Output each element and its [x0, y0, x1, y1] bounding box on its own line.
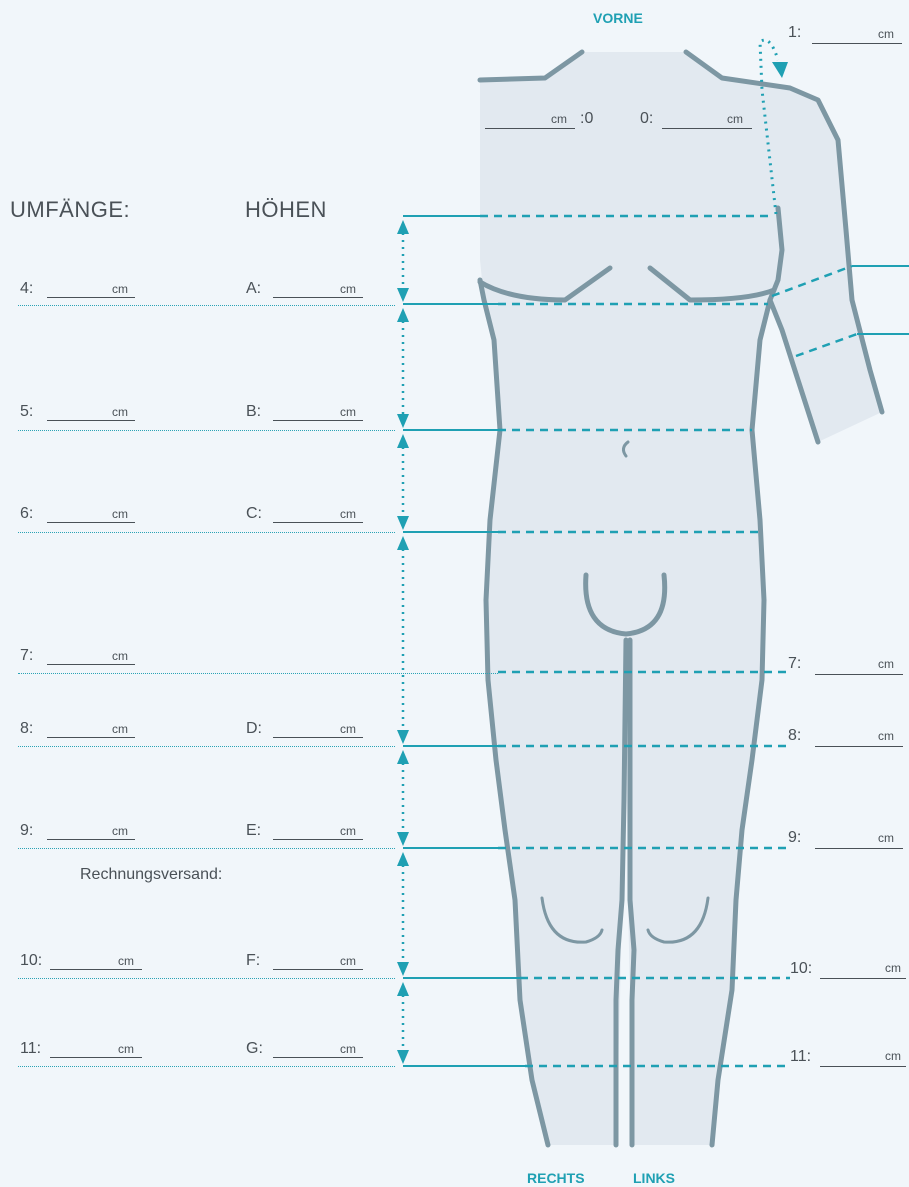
circ-field-8[interactable] — [47, 737, 135, 738]
row-separator — [18, 978, 395, 979]
height-field-a[interactable] — [273, 297, 363, 298]
circ-unit-7: cm — [112, 649, 128, 663]
height-label-a: A: — [246, 280, 261, 298]
circ-unit-10: cm — [118, 954, 134, 968]
circ-field-10[interactable] — [50, 969, 142, 970]
height-field-f[interactable] — [273, 969, 363, 970]
height-label-e: E: — [246, 822, 261, 840]
circ-unit-4: cm — [112, 282, 128, 296]
circ-label-8: 8: — [20, 720, 33, 738]
height-unit-c: cm — [340, 507, 356, 521]
circ-unit-6: cm — [112, 507, 128, 521]
front-view-label: VORNE — [593, 10, 643, 26]
right-circ-unit-8: cm — [878, 729, 894, 743]
circ-label-9: 9: — [20, 822, 33, 840]
height-unit-e: cm — [340, 824, 356, 838]
circ-label-5: 5: — [20, 403, 33, 421]
row-separator — [18, 430, 395, 431]
height-field-d[interactable] — [273, 737, 363, 738]
right-circ-label-8: 8: — [788, 727, 801, 745]
circ-label-10: 10: — [20, 952, 42, 970]
arm-length-label: 1: — [788, 24, 801, 42]
right-circ-field-8[interactable] — [815, 746, 903, 747]
right-circ-label-10: 10: — [790, 960, 812, 978]
height-field-e[interactable] — [273, 839, 363, 840]
height-label-f: F: — [246, 952, 260, 970]
shoulder-right-field[interactable] — [662, 128, 752, 129]
right-circ-field-11[interactable] — [820, 1066, 906, 1067]
height-label-d: D: — [246, 720, 262, 738]
row-separator — [18, 1066, 395, 1067]
height-label-b: B: — [246, 403, 261, 421]
row-separator — [18, 746, 395, 747]
circ-label-6: 6: — [20, 505, 33, 523]
height-unit-g: cm — [340, 1042, 356, 1056]
circ-field-6[interactable] — [47, 522, 135, 523]
circ-field-4[interactable] — [47, 297, 135, 298]
height-field-b[interactable] — [273, 420, 363, 421]
circ-unit-11: cm — [118, 1042, 134, 1056]
right-circ-field-9[interactable] — [815, 848, 903, 849]
circ-field-11[interactable] — [50, 1057, 142, 1058]
height-field-c[interactable] — [273, 522, 363, 523]
right-circ-label-7: 7: — [788, 655, 801, 673]
circumferences-heading: UMFÄNGE: — [10, 197, 130, 223]
right-circ-unit-9: cm — [878, 831, 894, 845]
circ-label-7: 7: — [20, 647, 33, 665]
right-circ-label-9: 9: — [788, 829, 801, 847]
circ-label-4: 4: — [20, 280, 33, 298]
circ-unit-9: cm — [112, 824, 128, 838]
arm-length-field[interactable] — [812, 43, 902, 44]
right-circ-label-11: 11: — [790, 1048, 811, 1066]
row-separator — [18, 305, 395, 306]
shoulder-left-unit: cm — [551, 112, 567, 126]
shoulder-left-label: :0 — [580, 110, 593, 128]
heights-heading: HÖHEN — [245, 197, 327, 223]
row-separator — [18, 848, 395, 849]
right-circ-unit-11: cm — [885, 1049, 901, 1063]
height-label-c: C: — [246, 505, 262, 523]
shoulder-right-label: 0: — [640, 110, 653, 128]
height-unit-a: cm — [340, 282, 356, 296]
shoulder-right-unit: cm — [727, 112, 743, 126]
row-separator — [18, 673, 498, 674]
circ-unit-5: cm — [112, 405, 128, 419]
height-unit-d: cm — [340, 722, 356, 736]
right-circ-unit-10: cm — [885, 961, 901, 975]
circ-field-5[interactable] — [47, 420, 135, 421]
height-field-g[interactable] — [273, 1057, 363, 1058]
circ-field-9[interactable] — [47, 839, 135, 840]
arm-length-arrowhead — [772, 62, 788, 78]
left-side-label: LINKS — [633, 1170, 675, 1186]
right-circ-unit-7: cm — [878, 657, 894, 671]
invoice-note: Rechnungsversand: — [80, 866, 222, 884]
circ-unit-8: cm — [112, 722, 128, 736]
circ-field-7[interactable] — [47, 664, 135, 665]
shoulder-left-field[interactable] — [485, 128, 575, 129]
height-label-g: G: — [246, 1040, 263, 1058]
row-separator — [18, 532, 395, 533]
height-unit-f: cm — [340, 954, 356, 968]
right-side-label: RECHTS — [527, 1170, 585, 1186]
height-unit-b: cm — [340, 405, 356, 419]
arm-length-unit: cm — [878, 27, 894, 41]
circ-label-11: 11: — [20, 1040, 41, 1058]
right-circ-field-7[interactable] — [815, 674, 903, 675]
right-circ-field-10[interactable] — [820, 978, 906, 979]
